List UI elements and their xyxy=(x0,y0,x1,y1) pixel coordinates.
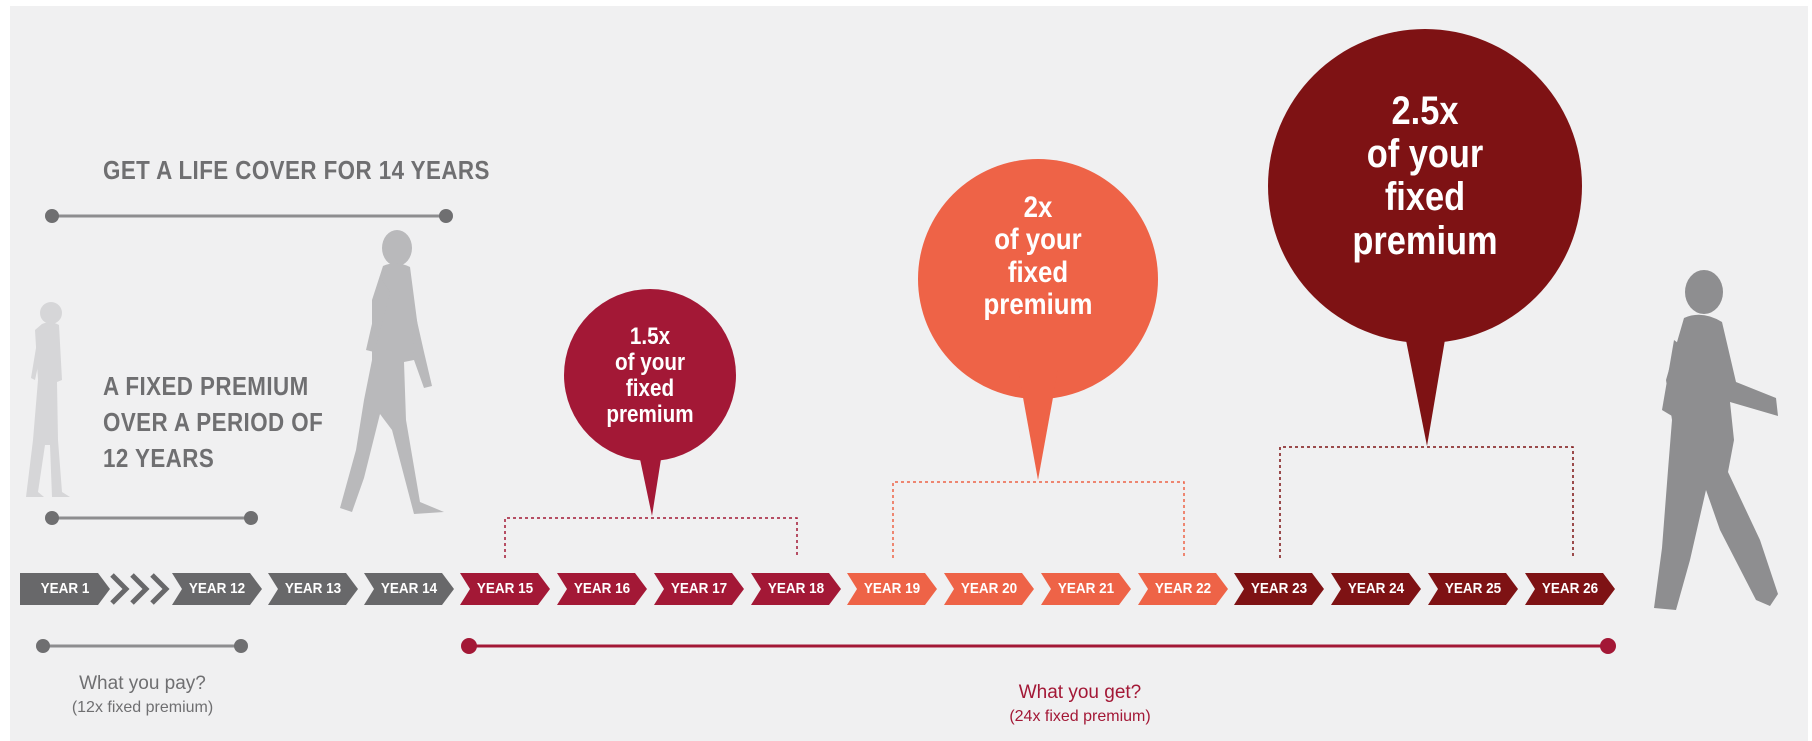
year-arrow-6 xyxy=(557,573,647,605)
bubble-2-5x-line-2: of your xyxy=(1366,132,1484,177)
year-arrow-13 xyxy=(1234,573,1324,605)
year-arrow-10 xyxy=(944,573,1034,605)
bubble-2x-line-3: fixed xyxy=(1007,255,1069,289)
get-caption: What you get? (24x fixed premium) xyxy=(960,681,1200,729)
premium-heading-line-2: OVER A PERIOD OF xyxy=(103,407,324,437)
timeline xyxy=(20,573,1615,605)
pay-caption-sub: (12x fixed premium) xyxy=(71,699,214,716)
get-range-bar xyxy=(461,638,1616,654)
bubble-2x-text: 2x of your fixed premium xyxy=(983,191,1093,322)
bubble-2x-multiplier: 2x xyxy=(1023,191,1053,224)
year-arrow-5 xyxy=(460,573,550,605)
adult-walking-figure-icon xyxy=(1654,270,1778,610)
get-caption-sub: (24x fixed premium) xyxy=(1009,708,1151,725)
life-cover-range-bar xyxy=(45,209,453,223)
year-label: YEAR 20 xyxy=(960,580,1018,597)
bubble-1-5x-line-4: premium xyxy=(606,400,694,428)
bubble-1-5x-line-3: fixed xyxy=(625,374,675,402)
year-arrow-8 xyxy=(751,573,841,605)
year-label: YEAR 22 xyxy=(1154,580,1212,597)
get-caption-main: What you get? xyxy=(1018,682,1142,703)
year-arrow-15 xyxy=(1428,573,1518,605)
year-label: YEAR 17 xyxy=(670,580,728,597)
bubble-2x-line-2: of your xyxy=(994,223,1082,257)
year-arrow-2 xyxy=(172,573,262,605)
year-label: YEAR 18 xyxy=(767,580,825,597)
bubble-2-5x-line-4: premium xyxy=(1352,218,1498,263)
year-label: YEAR 12 xyxy=(188,580,246,597)
bubble-2-5x-line-3: fixed xyxy=(1384,175,1466,220)
year-label: YEAR 23 xyxy=(1250,580,1308,597)
year-arrow-3 xyxy=(268,573,358,605)
year-arrow-4 xyxy=(364,573,454,605)
bubble-1-5x-multiplier: 1.5x xyxy=(629,323,671,350)
year-label: YEAR 24 xyxy=(1347,580,1405,597)
premium-heading-line-1: A FIXED PREMIUM xyxy=(103,371,309,401)
bubble-2-5x xyxy=(1268,29,1582,446)
bubble-2-5x-multiplier: 2.5x xyxy=(1391,89,1459,133)
year-label: YEAR 21 xyxy=(1057,580,1115,597)
bracket-years-19-22 xyxy=(892,481,1185,558)
bracket-years-23-26 xyxy=(1279,446,1574,558)
year-arrow-11 xyxy=(1041,573,1131,605)
bubble-1-5x-line-2: of your xyxy=(615,348,685,376)
year-arrow-12 xyxy=(1138,573,1228,605)
year-label: YEAR 26 xyxy=(1541,580,1599,597)
year-arrow-16 xyxy=(1525,573,1615,605)
bubble-2-5x-text: 2.5x of your fixed premium xyxy=(1352,89,1498,263)
pay-range-bar xyxy=(36,639,248,653)
bubble-2x xyxy=(918,159,1158,480)
bubble-2x-line-4: premium xyxy=(983,288,1093,322)
year-label: YEAR 14 xyxy=(380,580,438,597)
year-label: YEAR 15 xyxy=(476,580,534,597)
year-label: YEAR 1 xyxy=(40,580,90,597)
bracket-years-15-18 xyxy=(504,517,798,558)
year-arrow-1 xyxy=(20,573,110,605)
premium-heading-line-3: 12 YEARS xyxy=(103,443,215,473)
year-arrow-9 xyxy=(847,573,937,605)
pay-caption: What you pay? (12x fixed premium) xyxy=(35,672,250,720)
bubble-1-5x xyxy=(564,289,736,516)
year-arrow-7 xyxy=(654,573,744,605)
chevron-separator-2 xyxy=(130,573,150,605)
year-label: YEAR 19 xyxy=(863,580,921,597)
man-figure-icon xyxy=(340,230,444,514)
premium-heading: A FIXED PREMIUM OVER A PERIOD OF 12 YEAR… xyxy=(103,368,323,476)
chevron-separator-3 xyxy=(150,573,170,605)
pay-caption-main: What you pay? xyxy=(79,673,206,694)
chevron-separator-1 xyxy=(110,573,130,605)
premium-period-range-bar xyxy=(45,511,258,525)
year-label: YEAR 13 xyxy=(284,580,342,597)
year-label: YEAR 16 xyxy=(573,580,631,597)
year-label: YEAR 25 xyxy=(1444,580,1502,597)
bubble-1-5x-text: 1.5x of your fixed premium xyxy=(606,324,693,428)
life-cover-heading: GET A LIFE COVER FOR 14 YEARS xyxy=(103,155,490,185)
child-figure-icon xyxy=(26,302,70,497)
year-arrow-14 xyxy=(1331,573,1421,605)
